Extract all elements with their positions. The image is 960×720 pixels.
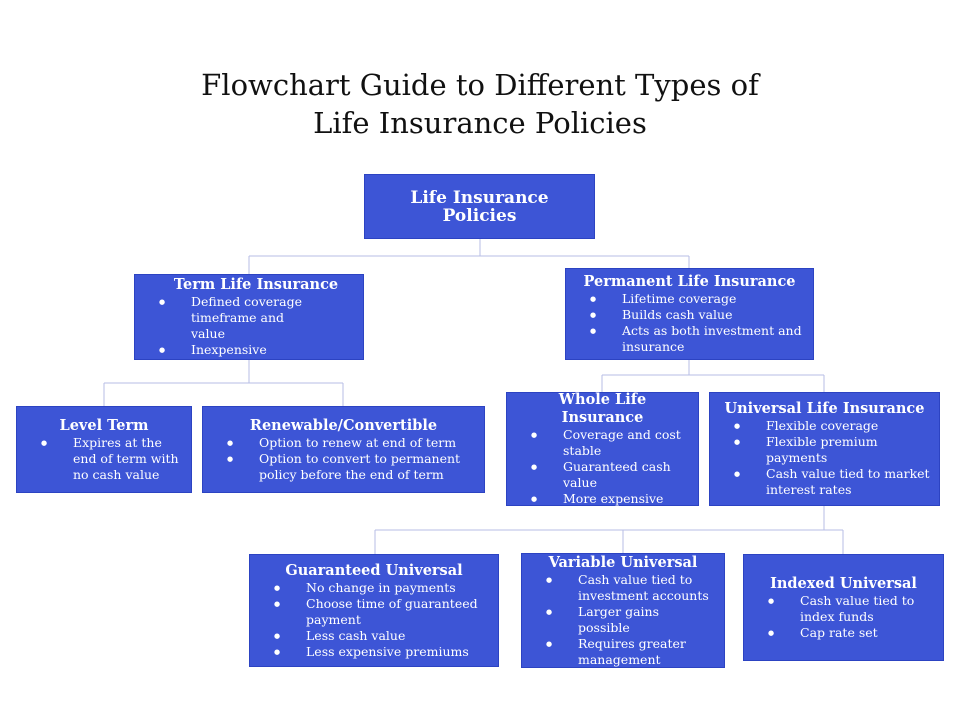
bullet: Choose time of guaranteed payment — [274, 596, 486, 628]
node-level-term: Level Term Expires at the end of term wi… — [16, 406, 192, 493]
bullet: Less cash value — [274, 628, 488, 644]
node-title: Term Life Insurance — [173, 276, 339, 293]
bullet: Acts as both investment and insurance — [590, 323, 807, 355]
bullet: Guaranteed cash value — [531, 459, 683, 491]
node-title: Permanent Life Insurance — [583, 273, 796, 290]
node-title: Guaranteed Universal — [285, 561, 463, 579]
node-renewable-convertible: Renewable/Convertible Option to renew at… — [202, 406, 485, 493]
bullet: Cash value tied to index funds — [768, 593, 920, 625]
bullet: Cash value tied to investment accounts — [546, 572, 718, 604]
bullet: Option to convert to permanent policy be… — [227, 451, 474, 483]
node-guaranteed-universal: Guaranteed Universal No change in paymen… — [249, 554, 499, 667]
connector-universal — [374, 506, 844, 554]
node-whole-life-insurance: Whole Life Insurance Coverage and cost s… — [506, 391, 699, 507]
bullet: Defined coverage timeframe and value — [159, 294, 316, 342]
bullet: Lifetime coverage — [590, 291, 803, 307]
bullet: Less expensive premiums — [274, 644, 488, 660]
node-title: Variable Universal — [548, 553, 698, 571]
title-line-1: Flowchart Guide to Different Types of — [201, 68, 759, 102]
node-title: Universal Life Insurance — [724, 400, 925, 417]
bullet: Option to renew at end of term — [227, 435, 474, 451]
node-indexed-universal: Indexed Universal Cash value tied to ind… — [743, 554, 944, 661]
bullet: Expires at the end of term with no cash … — [41, 435, 183, 483]
node-title: Whole Life Insurance — [558, 391, 647, 426]
bullet: Larger gains possible — [546, 604, 714, 636]
bullet: Flexible premium payments — [734, 434, 886, 466]
bullet: More expensive — [531, 491, 688, 507]
bullet: Builds cash value — [590, 307, 803, 323]
diagram-title: Flowchart Guide to Different Types of Li… — [0, 66, 960, 142]
node-title: Life Insurance Policies — [410, 187, 549, 226]
connector-root — [248, 239, 690, 274]
title-line-2: Life Insurance Policies — [313, 106, 647, 140]
bullet: Cash value tied to market interest rates — [734, 466, 931, 498]
node-title: Renewable/Convertible — [249, 416, 438, 434]
node-permanent-life-insurance: Permanent Life Insurance Lifetime covera… — [565, 268, 814, 360]
bullet: Flexible coverage — [734, 418, 929, 434]
bullet: Inexpensive — [159, 342, 353, 358]
node-term-life-insurance: Term Life Insurance Defined coverage tim… — [134, 274, 364, 360]
node-life-insurance-policies: Life Insurance Policies — [364, 174, 595, 239]
bullet: No change in payments — [274, 580, 488, 596]
node-title: Level Term — [59, 416, 149, 434]
connector-term — [103, 360, 344, 406]
node-universal-life-insurance: Universal Life Insurance Flexible covera… — [709, 392, 940, 506]
bullet: Cap rate set — [768, 625, 933, 641]
bullet: Requires greater management — [546, 636, 703, 668]
node-variable-universal: Variable Universal Cash value tied to in… — [521, 553, 725, 668]
connector-permanent — [601, 360, 825, 392]
bullet: Coverage and cost stable — [531, 427, 688, 459]
node-title: Indexed Universal — [770, 574, 917, 592]
